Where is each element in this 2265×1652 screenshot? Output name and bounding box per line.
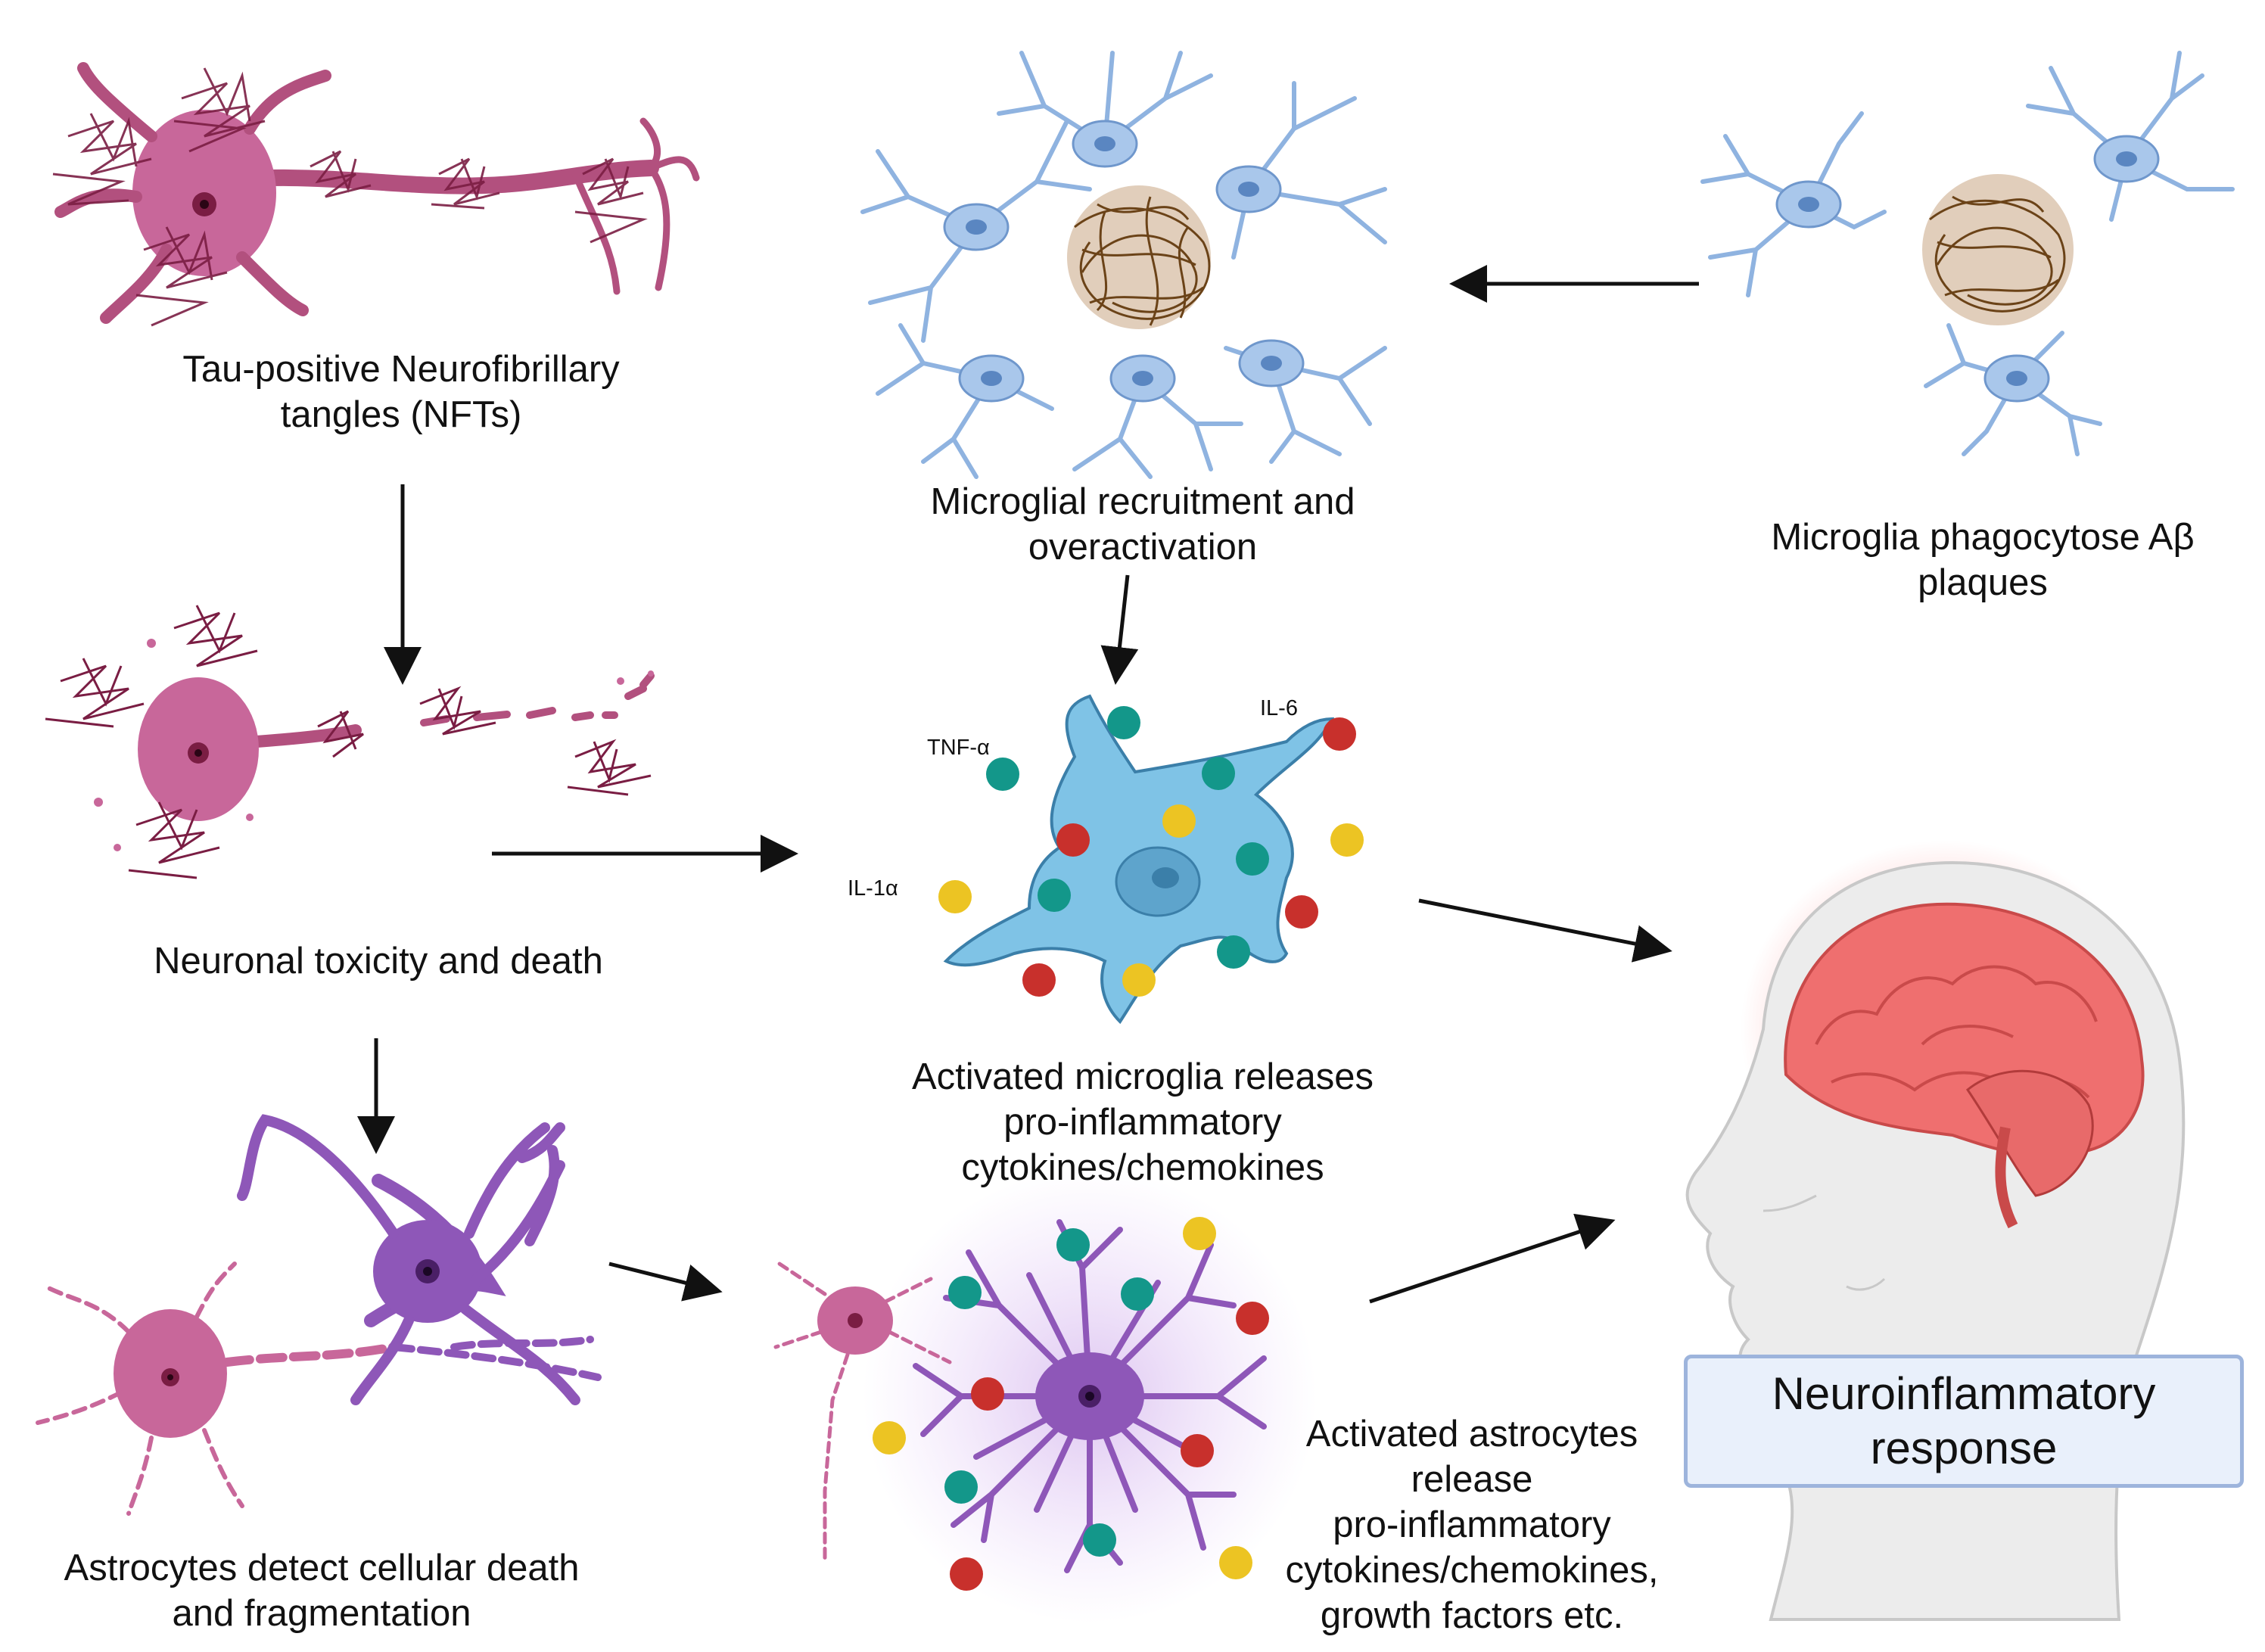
- label-il6: IL-6: [1260, 696, 1298, 720]
- tangled-neuron-illustration: [52, 62, 700, 327]
- arrows: [357, 265, 1699, 1304]
- label-tnf: TNF-α: [927, 736, 990, 760]
- caption-recruit: Microglial recruitment and overactivatio…: [874, 479, 1411, 570]
- caption-astro-release: Activated astrocytes release pro-inflamm…: [1256, 1411, 1688, 1638]
- neuroinflammatory-response-box: Neuroinflammatory response: [1684, 1355, 2244, 1488]
- caption-recruit-line2: overactivation: [1028, 527, 1258, 568]
- cytokine-dots-astrocyte: [873, 1217, 1269, 1591]
- activated-astrocyte-illustration: [773, 1169, 1317, 1623]
- caption-nft-line1: Tau-positive Neurofibrillary: [182, 349, 620, 390]
- astro-source-neuron: [773, 1262, 952, 1561]
- caption-microglia-release-line3: cytokines/chemokines: [961, 1147, 1324, 1188]
- caption-astro-release-line2: release: [1411, 1459, 1533, 1500]
- arrow-recruit-to-microglia: [1100, 574, 1139, 685]
- caption-toxicity-line1: Neuronal toxicity and death: [154, 941, 603, 982]
- caption-astro-release-line4: cytokines/chemokines,: [1285, 1550, 1659, 1591]
- caption-astro-detect-line2: and fragmentation: [172, 1593, 471, 1634]
- caption-microglia-release: Activated microglia releases pro-inflamm…: [863, 1054, 1423, 1190]
- caption-recruit-line1: Microglial recruitment and: [930, 481, 1355, 522]
- astrocyte-detecting-illustration: [36, 1114, 602, 1516]
- head-brain-illustration: [1685, 840, 2186, 1621]
- caption-microglia-release-line1: Activated microglia releases: [911, 1056, 1374, 1097]
- activated-microglia-illustration: [938, 694, 1364, 1025]
- caption-astro-detect-line1: Astrocytes detect cellular death: [64, 1548, 580, 1588]
- caption-microglia-release-line2: pro-inflammatory: [1003, 1102, 1282, 1143]
- arrow-astro-to-activated-astro: [608, 1262, 723, 1302]
- caption-astro-release-line5: growth factors etc.: [1320, 1595, 1624, 1636]
- microglia-cluster-illustration: [860, 51, 1387, 479]
- cytokine-dots-microglia: [938, 706, 1364, 997]
- arrow-astro-to-brain: [1369, 1213, 1616, 1304]
- amyloid-plaque: [1067, 185, 1211, 329]
- caption-nft-line2: tangles (NFTs): [280, 394, 522, 435]
- caption-toxicity: Neuronal toxicity and death: [106, 938, 651, 984]
- label-il1: IL-1α: [848, 876, 898, 901]
- fragmented-neuron-illustration: [45, 605, 655, 879]
- caption-astro-release-line1: Activated astrocytes: [1305, 1414, 1638, 1454]
- response-line1: Neuroinflammatory: [1772, 1368, 2156, 1419]
- caption-nft: Tau-positive Neurofibrillary tangles (NF…: [129, 347, 674, 437]
- caption-astro-release-line3: pro-inflammatory: [1333, 1504, 1611, 1545]
- microglia-phagocytose-illustration: [1700, 51, 2235, 456]
- arrow-microglia-to-brain: [1418, 898, 1672, 963]
- caption-phago: Microglia phagocytose Aβ plaques: [1725, 515, 2240, 605]
- response-line2: response: [1870, 1423, 2058, 1473]
- caption-astro-detect: Astrocytes detect cellular death and fra…: [23, 1545, 621, 1636]
- caption-phago-line2: plaques: [1918, 562, 2048, 603]
- caption-phago-line1: Microglia phagocytose Aβ: [1771, 517, 2195, 558]
